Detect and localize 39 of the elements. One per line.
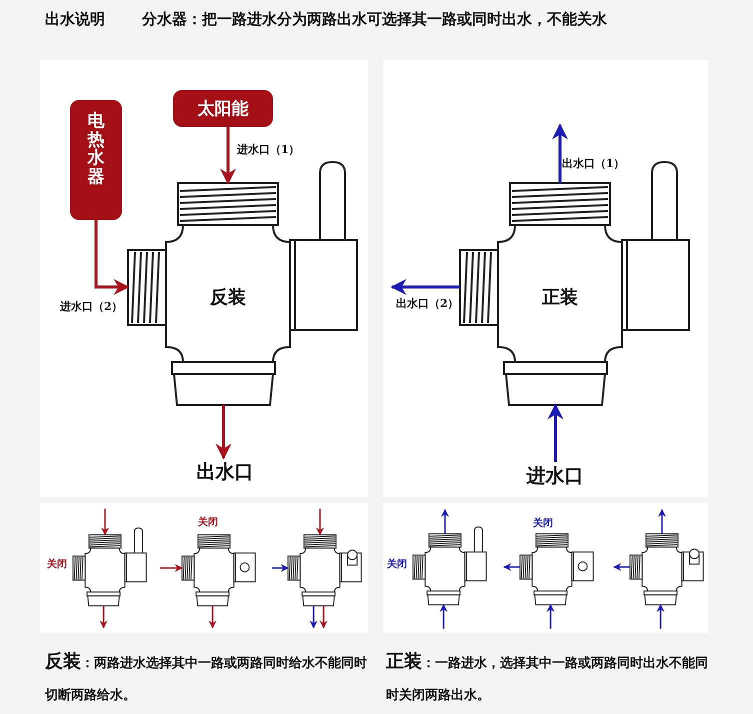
edge-label: 出水口（1）	[562, 156, 625, 171]
arrow	[101, 508, 109, 536]
state-label: 关闭	[198, 516, 218, 529]
arrow	[220, 127, 236, 185]
arrow	[216, 405, 232, 460]
valve-label: 反装	[210, 286, 246, 309]
outlet-label: 出水口	[185, 458, 265, 486]
state-label: 关闭	[533, 516, 553, 530]
subtitle: 分水器：把一路进水分为两路出水可选择其一路或同时出水，不能关水	[142, 10, 607, 29]
state-label: 关闭	[387, 558, 407, 571]
arrow	[658, 508, 666, 534]
edge-label: 出水口（2）	[396, 296, 459, 311]
arrow	[503, 563, 520, 571]
arrow	[613, 563, 630, 571]
arrow	[440, 604, 448, 629]
arrow	[316, 508, 324, 536]
arrow	[390, 279, 460, 295]
source-box: 电热水器	[70, 100, 122, 220]
description-text: 正装：一路进水，选择其中一路或两路同时出水不能同时关闭两路出水。	[386, 650, 708, 705]
title: 出水说明	[45, 10, 105, 29]
arrow	[160, 564, 183, 572]
description-text: 反装：两路进水选择其中一路或两路同时给水不能同时切断两路给水。	[45, 650, 368, 705]
arrow	[320, 606, 328, 629]
arrow	[100, 606, 108, 629]
state-label: 关闭	[47, 558, 67, 571]
arrow	[546, 604, 555, 629]
edge-label: 进水口（2）	[60, 299, 123, 314]
arrow	[441, 508, 449, 534]
arrow	[208, 606, 217, 629]
arrow	[656, 604, 665, 629]
arrow	[272, 564, 289, 572]
inlet-label: 进水口	[515, 462, 595, 490]
edge-label: 进水口（1）	[237, 142, 300, 157]
arrow	[310, 606, 318, 629]
arrow	[548, 403, 564, 462]
arrow	[94, 220, 130, 295]
arrow	[552, 123, 568, 183]
source-box: 太阳能	[173, 90, 273, 127]
valve-label: 正装	[542, 286, 578, 309]
